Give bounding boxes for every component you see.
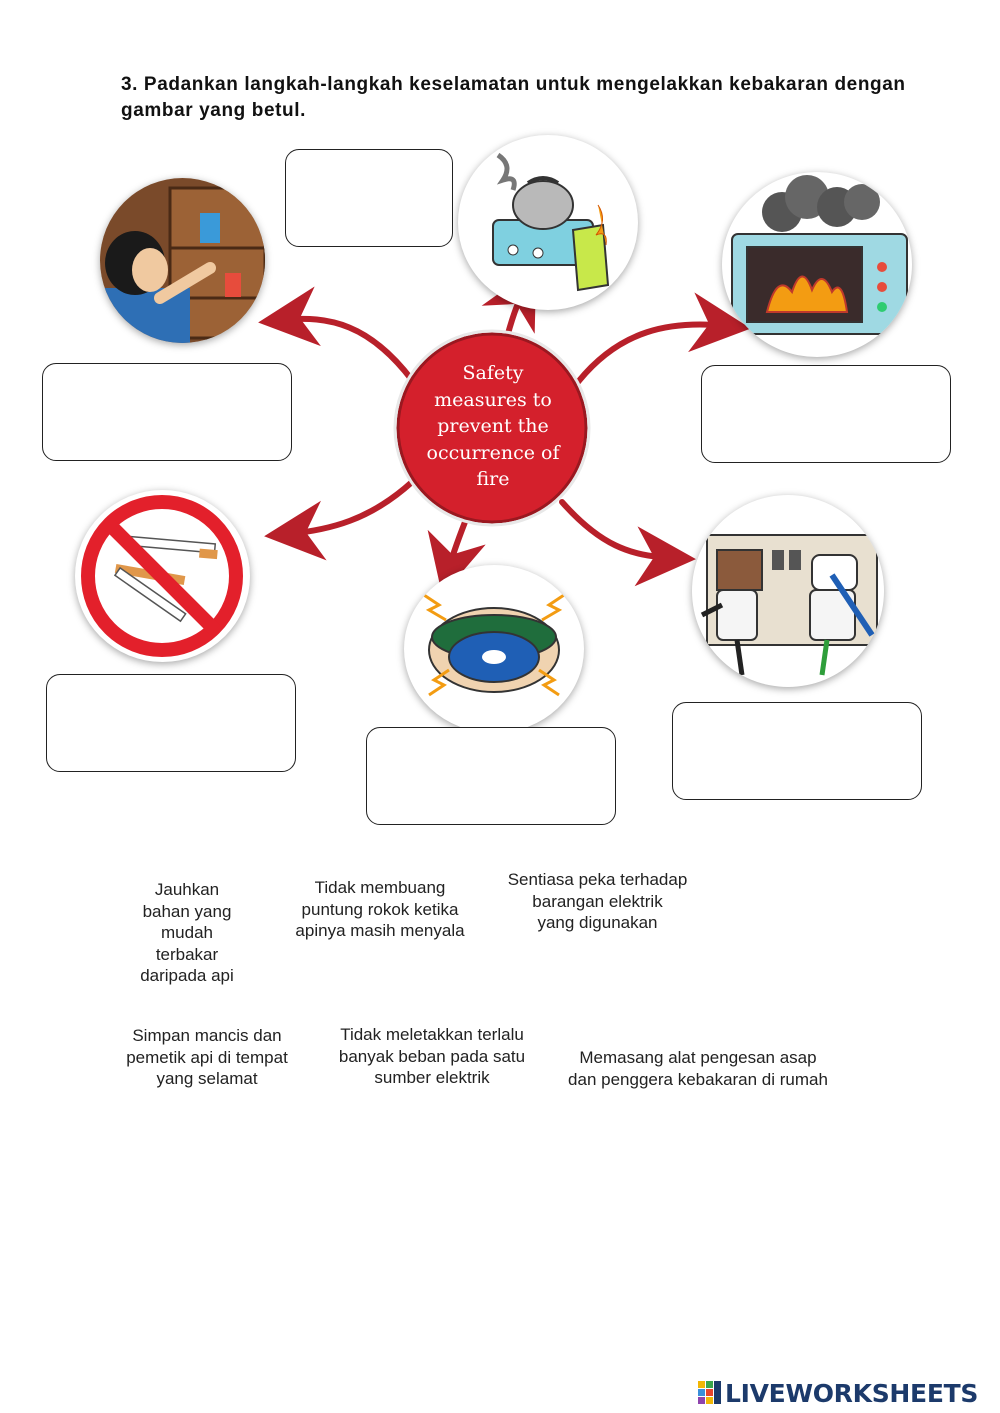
option-beban-elektrik[interactable]: Tidak meletakkan terlalu banyak beban pa… bbox=[322, 1024, 542, 1089]
liveworksheets-logo-icon bbox=[698, 1381, 721, 1404]
option-line: daripada api bbox=[140, 966, 234, 985]
option-line: puntung rokok ketika bbox=[301, 899, 459, 919]
kettle-on-stove-icon bbox=[458, 135, 638, 310]
option-line: Memasang alat pengesan asap bbox=[579, 1048, 817, 1067]
answer-box-detector[interactable] bbox=[366, 727, 616, 825]
option-line: yang digunakan bbox=[537, 913, 658, 932]
arrow-to-nosmoking bbox=[264, 479, 415, 561]
option-line: terbakar bbox=[155, 944, 219, 964]
option-line: apinya masih menyala bbox=[295, 921, 465, 940]
option-line: Sentiasa peka terhadap bbox=[507, 870, 688, 889]
instruction-text: 3. Padankan langkah-langkah keselamatan … bbox=[121, 74, 906, 121]
center-label-line: measures to bbox=[434, 388, 552, 411]
option-line: Jauhkan bbox=[154, 880, 220, 899]
option-line: Tidak meletakkan terlalu bbox=[340, 1025, 524, 1044]
arrow-to-detector bbox=[427, 519, 486, 596]
answer-box-socket[interactable] bbox=[672, 702, 922, 800]
liveworksheets-logo[interactable]: LIVEWORKSHEETS bbox=[697, 1378, 978, 1408]
microwave-fire-icon bbox=[722, 172, 912, 357]
option-line: dan penggera kebakaran di rumah bbox=[568, 1069, 828, 1089]
center-label-line: prevent the bbox=[437, 415, 549, 437]
center-label-line: occurrence of bbox=[426, 441, 560, 464]
option-simpan-mancis[interactable]: Simpan mancis dan pemetik api di tempat … bbox=[112, 1025, 302, 1090]
arrow-to-socket bbox=[559, 499, 696, 587]
option-line: pemetik api di tempat bbox=[126, 1047, 288, 1067]
smoke-detector-icon bbox=[404, 565, 584, 733]
option-line: bahan yang bbox=[142, 901, 232, 921]
center-label-line: fire bbox=[476, 468, 510, 490]
no-smoking-icon bbox=[75, 490, 250, 662]
option-peka-elektrik[interactable]: Sentiasa peka terhadap barangan elektrik… bbox=[495, 869, 700, 934]
center-label-line: Safety bbox=[462, 362, 524, 384]
arrow-to-cabinet bbox=[258, 286, 415, 383]
center-label: Safety measures to prevent the occurrenc… bbox=[408, 360, 578, 493]
answer-box-kettle[interactable] bbox=[285, 149, 453, 247]
option-puntung-rokok[interactable]: Tidak membuang puntung rokok ketika apin… bbox=[280, 877, 480, 942]
logo-text: LIVEWORKSHEETS bbox=[725, 1378, 979, 1408]
option-line: barangan elektrik bbox=[532, 891, 663, 911]
woman-at-cabinet-icon bbox=[100, 178, 265, 343]
option-line: mudah bbox=[161, 923, 213, 942]
option-line: Simpan mancis dan bbox=[132, 1026, 282, 1045]
option-line: banyak beban pada satu bbox=[338, 1046, 526, 1066]
answer-box-cabinet[interactable] bbox=[42, 363, 292, 461]
answer-box-nosmoking[interactable] bbox=[46, 674, 296, 772]
option-line: Tidak membuang bbox=[314, 878, 446, 897]
option-jauhkan-bahan[interactable]: Jauhkan bahan yang mudah terbakar daripa… bbox=[122, 879, 252, 987]
option-line: yang selamat bbox=[156, 1069, 258, 1088]
option-pengesan-asap[interactable]: Memasang alat pengesan asap dan penggera… bbox=[548, 1047, 848, 1090]
answer-box-microwave[interactable] bbox=[701, 365, 951, 463]
overloaded-socket-icon bbox=[692, 495, 884, 687]
option-line: sumber elektrik bbox=[374, 1068, 490, 1087]
